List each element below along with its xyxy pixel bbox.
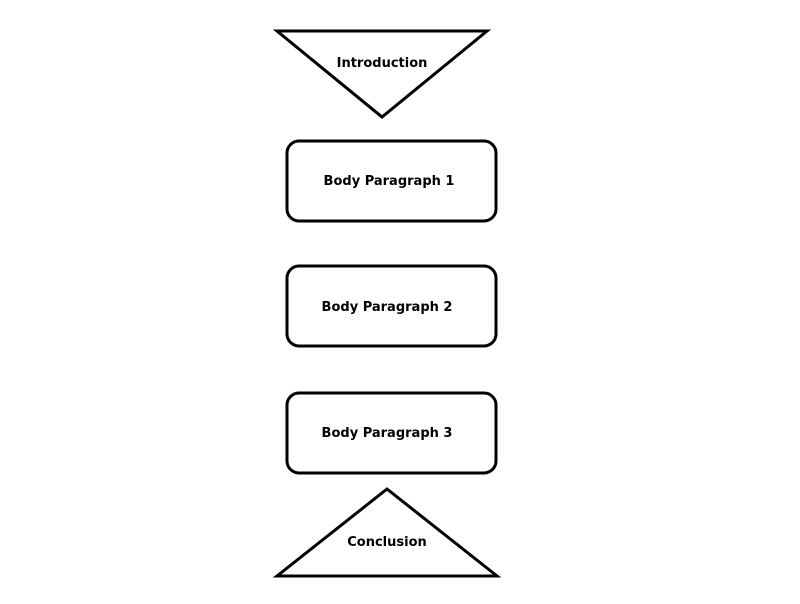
introduction-node: Introduction xyxy=(272,29,492,119)
body-paragraph-1-node: Body Paragraph 1 xyxy=(285,139,498,223)
body-paragraph-1-shape xyxy=(285,139,498,223)
body-paragraph-2-label: Body Paragraph 2 xyxy=(322,300,453,315)
conclusion-label: Conclusion xyxy=(347,535,427,550)
introduction-shape xyxy=(272,29,492,119)
body-paragraph-3-shape xyxy=(285,391,498,475)
conclusion-node: Conclusion xyxy=(272,487,502,578)
introduction-label: Introduction xyxy=(337,56,428,71)
conclusion-shape xyxy=(272,487,502,578)
body-paragraph-3-node: Body Paragraph 3 xyxy=(285,391,498,475)
body-paragraph-2-shape xyxy=(285,264,498,348)
body-paragraph-3-label: Body Paragraph 3 xyxy=(322,426,453,441)
body-paragraph-1-label: Body Paragraph 1 xyxy=(324,174,455,189)
body-paragraph-2-node: Body Paragraph 2 xyxy=(285,264,498,348)
